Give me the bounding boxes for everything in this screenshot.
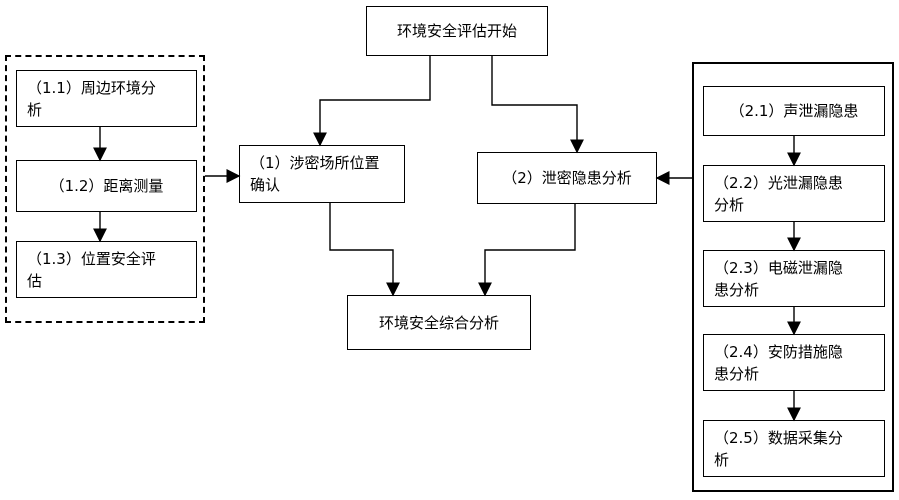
step-1-1-label: （1.1）周边环境分 析 bbox=[27, 78, 156, 119]
step-2-node: （2）泄密隐患分析 bbox=[477, 152, 657, 204]
step-2-4-node: （2.4）安防措施隐 患分析 bbox=[703, 334, 885, 391]
step-2-3-node: （2.3）电磁泄漏隐 患分析 bbox=[703, 250, 885, 307]
final-node-label: 环境安全综合分析 bbox=[378, 313, 499, 332]
step-2-3-label: （2.3）电磁泄漏隐 患分析 bbox=[714, 258, 843, 299]
step-1-node: （1）涉密场所位置 确认 bbox=[239, 145, 405, 203]
start-node-label: 环境安全评估开始 bbox=[396, 22, 517, 40]
step-1-3-node: （1.3）位置安全评 估 bbox=[16, 241, 197, 298]
edge-start-to-step1 bbox=[313, 56, 431, 147]
leak-analysis-group bbox=[692, 62, 894, 492]
step-1-2-node: （1.2）距离测量 bbox=[16, 160, 197, 212]
step-2-5-label: （2.5）数据采集分 析 bbox=[714, 428, 843, 469]
step-2-2-label: （2.2）光泄漏隐患 分析 bbox=[714, 173, 843, 214]
step-2-5-node: （2.5）数据采集分 析 bbox=[703, 420, 885, 477]
edge-step2-to-final bbox=[478, 204, 576, 297]
final-node: 环境安全综合分析 bbox=[347, 295, 531, 350]
step-1-1-node: （1.1）周边环境分 析 bbox=[16, 70, 197, 127]
step-2-label: （2）泄密隐患分析 bbox=[502, 169, 632, 187]
step-2-4-label: （2.4）安防措施隐 患分析 bbox=[714, 342, 843, 383]
edge-step1-to-final bbox=[329, 203, 400, 297]
step-2-2-node: （2.2）光泄漏隐患 分析 bbox=[703, 165, 885, 222]
step-1-3-label: （1.3）位置安全评 估 bbox=[27, 249, 156, 290]
start-node: 环境安全评估开始 bbox=[366, 6, 548, 56]
step-1-2-label: （1.2）距离测量 bbox=[49, 177, 164, 195]
step-2-1-label: （2.1）声泄漏隐患 bbox=[729, 102, 859, 120]
edge-start-to-step2 bbox=[491, 56, 584, 154]
step-2-1-node: （2.1）声泄漏隐患 bbox=[703, 86, 885, 136]
location-analysis-group bbox=[5, 55, 205, 323]
step-1-label: （1）涉密场所位置 确认 bbox=[250, 154, 380, 194]
